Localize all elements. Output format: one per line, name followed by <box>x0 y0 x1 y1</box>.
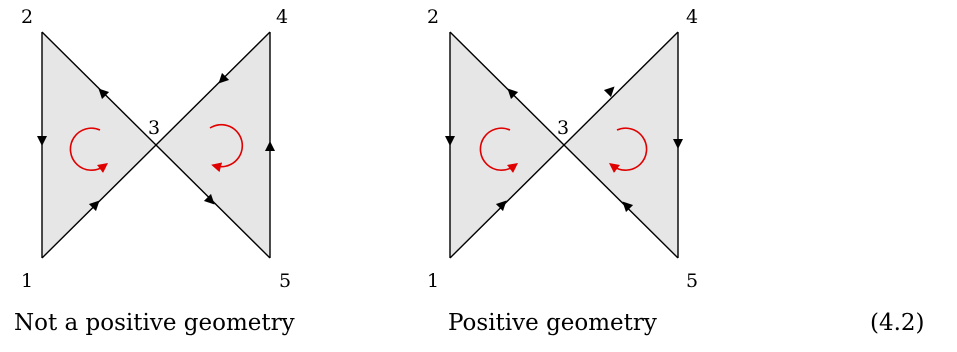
bowtie-right-triangle <box>155 32 270 258</box>
vertex-label-4: 4 <box>276 6 288 28</box>
diagram-positive: 1 2 3 4 5 Positive geometry <box>427 6 698 336</box>
bowtie-left-triangle <box>450 32 564 258</box>
vertex-label-1: 1 <box>21 270 33 292</box>
caption-positive: Positive geometry <box>448 310 657 336</box>
diagram-not-positive: 1 2 3 4 5 Not a positive geometry <box>14 6 295 336</box>
bowtie-right-triangle <box>564 32 678 258</box>
rotation-arrow-left <box>69 127 109 173</box>
vertex-label-2: 2 <box>21 6 33 28</box>
vertex-label-5: 5 <box>279 270 291 292</box>
vertex-label-5: 5 <box>686 270 698 292</box>
edge-2-5 <box>449 31 679 259</box>
vertex-label-1: 1 <box>427 270 439 292</box>
rotation-arrow-right <box>608 127 648 173</box>
vertex-label-3: 3 <box>148 117 160 139</box>
bowtie-left-triangle <box>42 32 155 258</box>
vertex-label-3: 3 <box>557 117 569 139</box>
edge-2-5 <box>41 31 271 259</box>
rotation-arrow-left <box>479 127 519 173</box>
vertex-label-4: 4 <box>686 6 698 28</box>
rotation-arrow-right <box>209 123 244 173</box>
caption-not-positive: Not a positive geometry <box>14 310 295 336</box>
equation-number: (4.2) <box>870 310 925 336</box>
arrow-3-to-4 <box>603 86 615 98</box>
vertex-label-2: 2 <box>427 6 439 28</box>
